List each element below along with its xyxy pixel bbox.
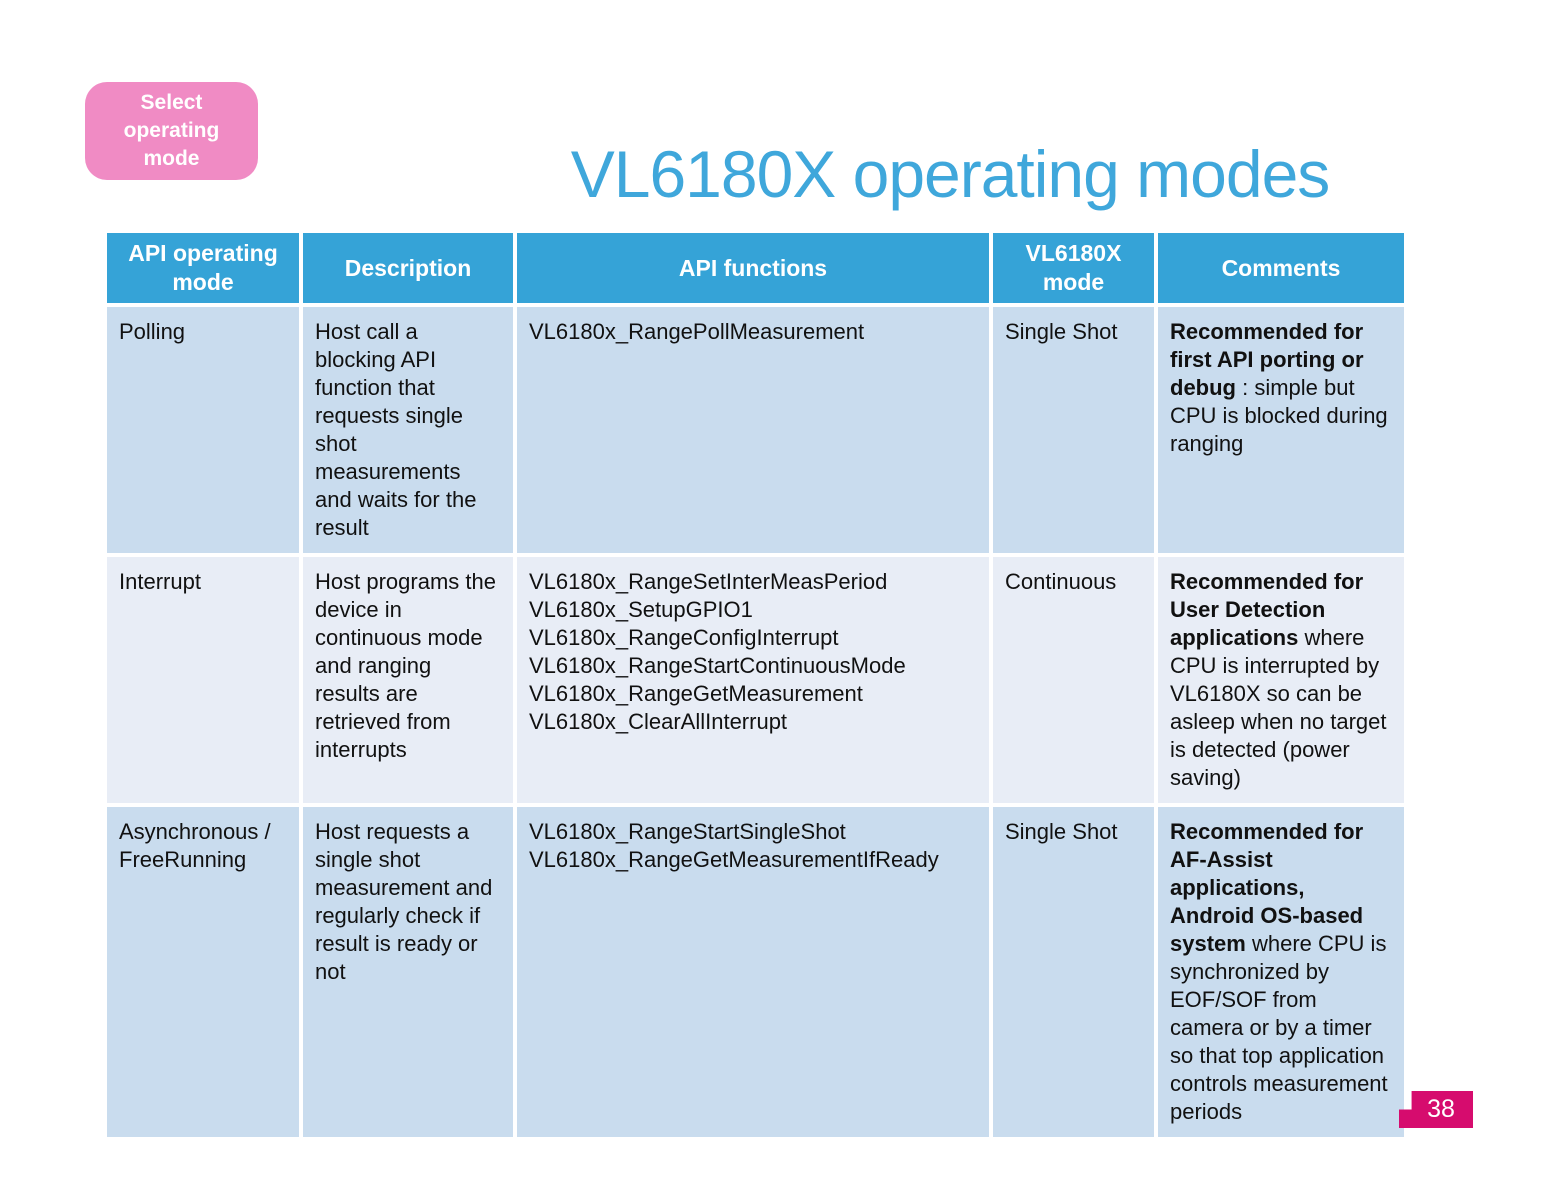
- operating-modes-table: API operating mode Description API funct…: [107, 233, 1404, 1137]
- comment-bold-text: Recommended for first API porting or deb…: [1170, 319, 1364, 400]
- cell-api-functions-interrupt: VL6180x_RangeSetInterMeasPeriod VL6180x_…: [517, 557, 989, 803]
- select-operating-mode-callout: Select operating mode: [85, 82, 258, 180]
- cell-description-asynchronous: Host requests a single shot measurement …: [303, 807, 513, 1137]
- column-header-vl6180x-mode: VL6180X mode: [993, 233, 1154, 303]
- comment-regular-text: where CPU is synchronized by EOF/SOF fro…: [1170, 931, 1388, 1124]
- cell-vl6180x-mode-polling: Single Shot: [993, 307, 1154, 553]
- cell-mode-polling: Polling: [107, 307, 299, 553]
- cell-mode-asynchronous: Asynchronous / FreeRunning: [107, 807, 299, 1137]
- page-title: VL6180X operating modes: [570, 137, 1331, 211]
- comment-regular-text: : simple but CPU is blocked during rangi…: [1170, 375, 1388, 456]
- cell-comments-interrupt: Recommended for User Detection applicati…: [1158, 557, 1404, 803]
- cell-vl6180x-mode-asynchronous: Single Shot: [993, 807, 1154, 1137]
- cell-description-polling: Host call a blocking API function that r…: [303, 307, 513, 553]
- cell-comments-asynchronous: Recommended for AF-Assist applications, …: [1158, 807, 1404, 1137]
- column-header-description: Description: [303, 233, 513, 303]
- comment-bold-text: Recommended for AF-Assist applications, …: [1170, 819, 1364, 956]
- column-header-comments: Comments: [1158, 233, 1404, 303]
- cell-api-functions-asynchronous: VL6180x_RangeStartSingleShot VL6180x_Ran…: [517, 807, 989, 1137]
- comment-bold-text: Recommended for User Detection applicati…: [1170, 569, 1364, 650]
- cell-api-functions-polling: VL6180x_RangePollMeasurement: [517, 307, 989, 553]
- page-number: 38: [1427, 1095, 1455, 1123]
- column-header-api-operating-mode: API operating mode: [107, 233, 299, 303]
- cell-description-interrupt: Host programs the device in continuous m…: [303, 557, 513, 803]
- comment-regular-text: where CPU is interrupted by VL6180X so c…: [1170, 625, 1387, 790]
- cell-vl6180x-mode-interrupt: Continuous: [993, 557, 1154, 803]
- cell-comments-polling: Recommended for first API porting or deb…: [1158, 307, 1404, 553]
- page-number-badge: 38: [1399, 1091, 1473, 1128]
- cell-mode-interrupt: Interrupt: [107, 557, 299, 803]
- column-header-api-functions: API functions: [517, 233, 989, 303]
